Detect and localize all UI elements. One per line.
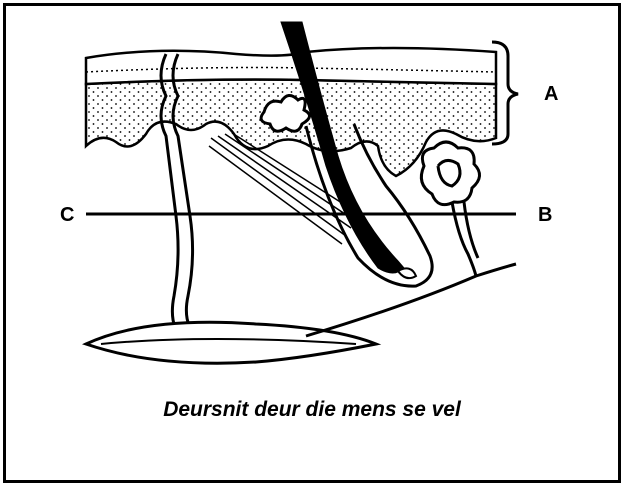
label-b: B bbox=[538, 205, 552, 225]
label-a: A bbox=[544, 84, 558, 104]
diagram-caption: Deursnit deur die mens se vel bbox=[6, 398, 618, 422]
diagram-frame: A B C Deursnit deur die mens se vel bbox=[3, 3, 621, 483]
label-c: C bbox=[60, 205, 74, 225]
